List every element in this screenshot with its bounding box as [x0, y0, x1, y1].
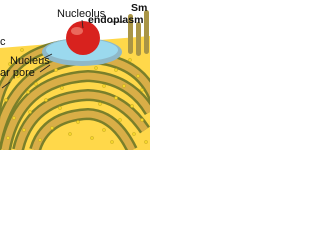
ribosome-dot	[8, 62, 12, 66]
ribosome-dot	[26, 90, 30, 94]
ribosome-dot	[76, 120, 80, 124]
ribosome-dot	[136, 74, 140, 78]
ribosome-dot	[140, 88, 144, 92]
ribosome-dot	[38, 138, 42, 142]
organelle-illustration	[0, 10, 150, 150]
ribosome-dot	[118, 118, 122, 122]
label-left-edge: c	[0, 36, 6, 48]
ribosome-dot	[50, 126, 54, 130]
ribosome-dot	[68, 132, 72, 136]
ribosome-dot	[122, 84, 126, 88]
label-smooth-er-1: Sm	[131, 2, 148, 14]
label-nucleus: Nucleus	[10, 55, 50, 67]
ribosome-dot	[130, 104, 134, 108]
ribosome-dot	[4, 98, 8, 102]
label-nucleolus: Nucleolus	[57, 8, 106, 20]
ribosome-dot	[102, 84, 106, 88]
ribosome-dot	[54, 68, 58, 72]
ribosome-dot	[20, 48, 24, 52]
ribosome-dot	[102, 128, 106, 132]
ribosome-dot	[60, 86, 64, 90]
label-nuclear-pore: ar pore	[0, 67, 35, 79]
ribosome-dot	[128, 58, 132, 62]
ribosome-dot	[94, 66, 98, 70]
ribosome-dots	[4, 48, 148, 144]
ribosome-dot	[28, 110, 32, 114]
ribosome-dot	[132, 132, 136, 136]
ribosome-dot	[110, 140, 114, 144]
ribosome-dot	[98, 102, 102, 106]
ribosome-dot	[144, 140, 148, 144]
ribosome-dot	[16, 74, 20, 78]
nucleolus-highlight	[71, 27, 83, 35]
leader-lines	[1, 19, 124, 89]
cell-diagram: Nucleolus Nucleus ar pore Sm endoplasm c	[0, 0, 150, 150]
ribosome-dot	[90, 136, 94, 140]
ribosome-dot	[114, 96, 118, 100]
ribosome-dot	[140, 118, 144, 122]
ribosome-dot	[12, 116, 16, 120]
ribosome-dot	[58, 106, 62, 110]
label-smooth-er-2: endoplasm	[88, 14, 144, 26]
ribosome-dot	[6, 136, 10, 140]
ribosome-dot	[114, 68, 118, 72]
ribosome-dot	[22, 128, 26, 132]
ribosome-dot	[44, 98, 48, 102]
ribosome-dot	[34, 82, 38, 86]
smooth-er-tubes	[128, 10, 149, 56]
